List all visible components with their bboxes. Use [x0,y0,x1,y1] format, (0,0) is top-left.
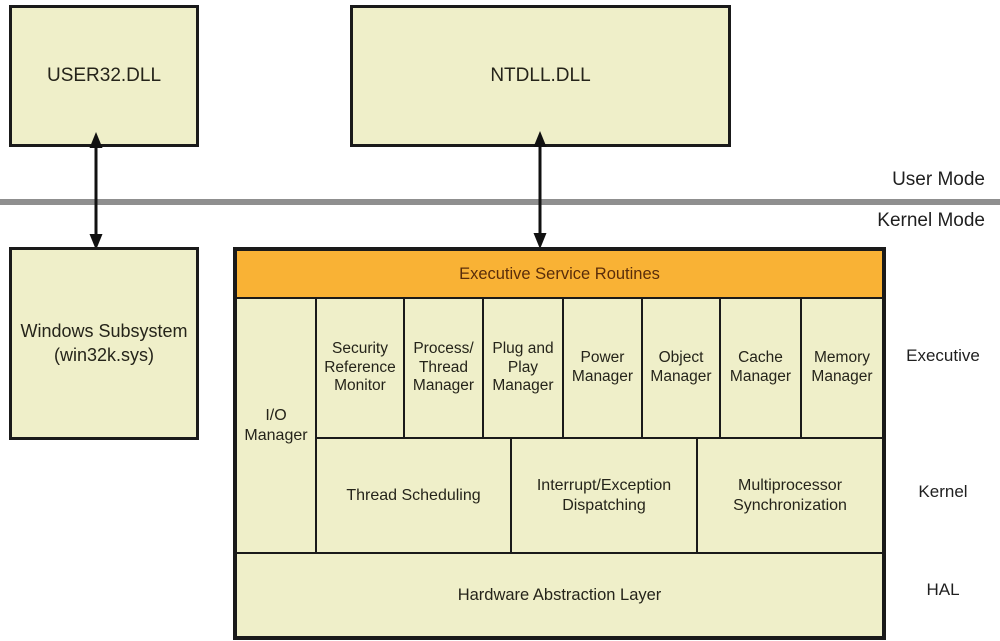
io-manager-label: I/O Manager [244,406,308,444]
thread-scheduling-label: Thread Scheduling [346,486,481,504]
windows-subsystem-label: Windows Subsystem (win32k.sys) [20,320,188,365]
cell-plug-and-play-manager: Plug and Play Manager [484,299,562,437]
cell-security-reference-monitor: Security Reference Monitor [317,299,403,437]
arrow-ntdll-executive-icon [533,131,547,249]
side-label-executive: Executive [906,346,980,365]
cell-hardware-abstraction-layer: Hardware Abstraction Layer [237,554,882,636]
plug-and-play-manager-label: Plug and Play Manager [492,339,554,395]
hardware-abstraction-layer-label: Hardware Abstraction Layer [457,585,662,604]
user-mode-label: User Mode [892,169,985,190]
cell-memory-manager: Memory Manager [802,299,882,437]
memory-manager-label: Memory Manager [811,349,873,385]
windows-subsystem-box: Windows Subsystem (win32k.sys) [9,247,199,440]
cell-object-manager: Object Manager [643,299,719,437]
cell-multiprocessor-synchronization: Multiprocessor Synchronization [698,439,882,552]
side-label-kernel: Kernel [918,482,968,501]
kernel-mode-label: Kernel Mode [877,210,985,231]
side-label-hal: HAL [926,580,960,599]
ntdll-dll-label: NTDLL.DLL [490,65,591,87]
power-manager-label: Power Manager [571,349,634,385]
cell-thread-scheduling: Thread Scheduling [317,439,510,552]
object-manager-label: Object Manager [650,349,712,385]
cell-interrupt-exception-dispatching: Interrupt/Exception Dispatching [512,439,696,552]
security-reference-monitor-label: Security Reference Monitor [324,339,396,395]
cell-io-manager: I/O Manager [237,299,315,552]
kernel-block: Executive Service Routines I/O Manager S… [233,247,886,640]
executive-service-routines-label: Executive Service Routines [459,264,660,283]
process-thread-manager-label: Process/ Thread Manager [412,339,475,395]
user32-dll-label: USER32.DLL [46,65,162,87]
cache-manager-label: Cache Manager [729,349,792,385]
cell-power-manager: Power Manager [564,299,641,437]
executive-service-routines-header: Executive Service Routines [237,251,882,297]
cell-process-thread-manager: Process/ Thread Manager [405,299,482,437]
cell-cache-manager: Cache Manager [721,299,800,437]
user32-dll-box: USER32.DLL [9,5,199,147]
interrupt-exception-dispatching-label: Interrupt/Exception Dispatching [536,476,672,514]
multiprocessor-synchronization-label: Multiprocessor Synchronization [733,476,847,514]
arrow-user32-windows-subsystem-icon [89,132,103,250]
ntdll-dll-box: NTDLL.DLL [350,5,731,147]
mode-divider-line [0,199,1000,205]
